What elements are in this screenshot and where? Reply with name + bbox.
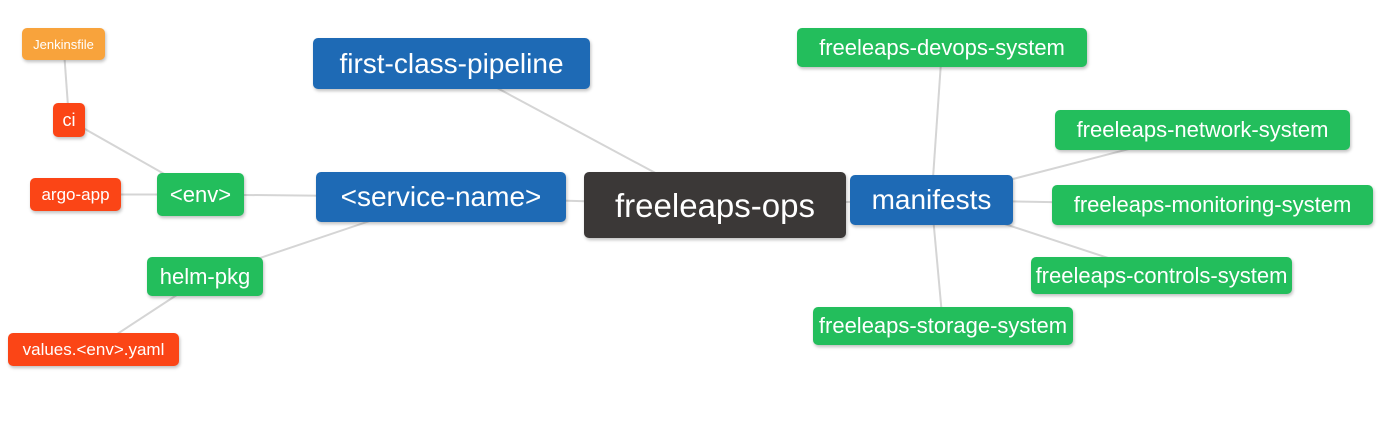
node-argo-app[interactable]: argo-app — [30, 178, 121, 211]
node-helm-pkg[interactable]: helm-pkg — [147, 257, 263, 296]
node-env[interactable]: <env> — [157, 173, 244, 216]
node-freeleaps-controls-system[interactable]: freeleaps-controls-system — [1031, 257, 1292, 294]
node-first-class-pipeline[interactable]: first-class-pipeline — [313, 38, 590, 89]
node-manifests[interactable]: manifests — [850, 175, 1013, 225]
node-values-env-yaml[interactable]: values.<env>.yaml — [8, 333, 179, 366]
node-jenkinsfile[interactable]: Jenkinsfile — [22, 28, 105, 60]
edge-manifests-freeleaps-devops-system — [930, 47, 943, 201]
node-service-name[interactable]: <service-name> — [316, 172, 566, 222]
node-freeleaps-ops-root[interactable]: freeleaps-ops — [584, 172, 846, 238]
node-freeleaps-storage-system[interactable]: freeleaps-storage-system — [813, 307, 1073, 345]
node-ci[interactable]: ci — [53, 103, 85, 137]
node-freeleaps-devops-system[interactable]: freeleaps-devops-system — [797, 28, 1087, 67]
node-freeleaps-network-system[interactable]: freeleaps-network-system — [1055, 110, 1350, 150]
node-freeleaps-monitoring-system[interactable]: freeleaps-monitoring-system — [1052, 185, 1373, 225]
